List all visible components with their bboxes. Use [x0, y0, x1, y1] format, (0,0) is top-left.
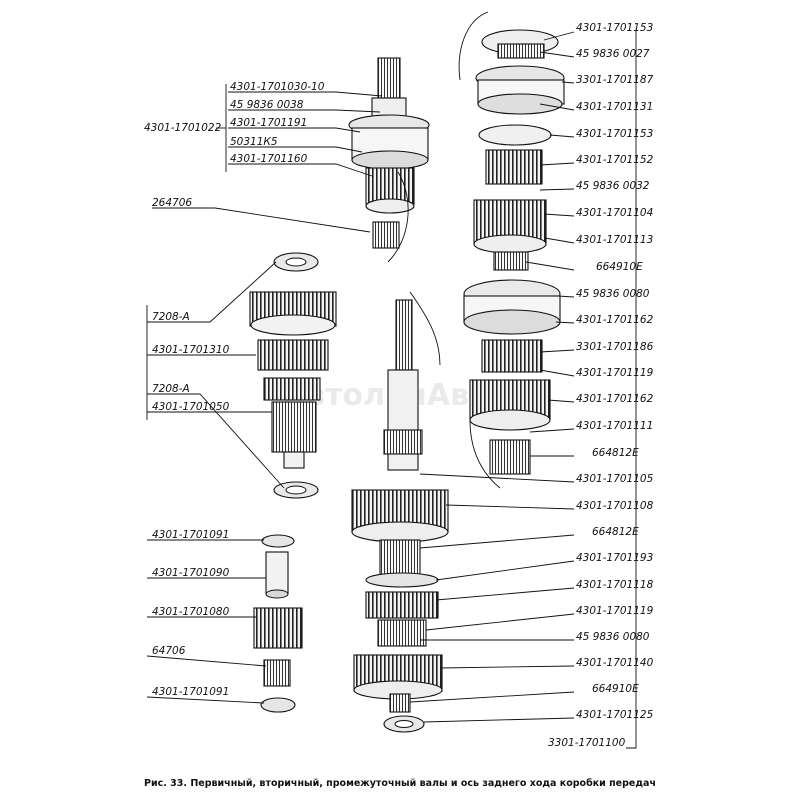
secondary-bearing-664910E — [389, 693, 411, 713]
part-label: 4301-1701108 — [576, 500, 654, 512]
part-label: 4301-1701131 — [576, 101, 653, 113]
part-labels-left: 4301-1701030-10 45 9836 0038 4301-170119… — [144, 81, 325, 698]
part-label: 7208-А — [152, 311, 190, 323]
countershaft-gear-mid — [257, 339, 329, 371]
secondary-shaft-front-spline — [395, 299, 413, 371]
part-label: 45 9836 0032 — [576, 180, 650, 192]
part-label: 45 9836 0027 — [576, 48, 650, 60]
secondary-bearing-664812E — [379, 539, 421, 577]
primary-shaft-assembly — [348, 57, 430, 263]
stack-synchro-hub-face — [463, 309, 561, 335]
part-label: 4301-1701140 — [576, 657, 654, 669]
part-label: 4301-1701091 — [152, 529, 229, 541]
reverse-idler-needle-bearing — [263, 659, 291, 687]
part-label: 4301-1701091 — [152, 686, 229, 698]
countershaft-front-bearing-bore — [285, 257, 307, 267]
part-label: 4301-1701153 — [576, 128, 653, 140]
part-label: 45 9836 0038 — [230, 99, 304, 111]
stack-hub-1-face — [477, 93, 563, 115]
part-label: 664812Е — [592, 447, 639, 459]
primary-shaft-spline-end — [377, 57, 401, 99]
part-label: 4301-1701105 — [576, 473, 654, 485]
part-label: 664910Е — [592, 683, 639, 695]
secondary-shaft-assembly — [351, 291, 449, 733]
needle-bearing-264706 — [372, 221, 400, 249]
countershaft-rear-bearing-bore — [285, 485, 307, 495]
primary-shaft-arc — [387, 171, 409, 263]
part-label: 4301-1701104 — [576, 207, 653, 219]
secondary-gear-1701108-face — [351, 521, 449, 543]
right-stack-assembly — [458, 11, 565, 489]
secondary-shaft-mid-spline — [383, 429, 423, 455]
stack-ring-3 — [478, 124, 552, 146]
part-label: 45 9836 0080 — [576, 631, 650, 643]
primary-shaft-gear-face — [365, 198, 415, 214]
reverse-idler-axle-end — [265, 589, 289, 599]
part-label: 4301-1701310 — [152, 344, 230, 356]
part-label: 4301-1701080 — [152, 606, 230, 618]
secondary-shaft-arc — [409, 291, 441, 366]
part-label: 664910Е — [596, 261, 643, 273]
part-label: 4301-1701152 — [576, 154, 654, 166]
part-label: 664812Е — [592, 526, 639, 538]
reverse-idler-thrust-washer-bottom — [260, 697, 296, 713]
secondary-gear-1701118 — [365, 591, 439, 619]
countershaft-tail — [283, 451, 305, 469]
part-label: 3301-1701186 — [576, 341, 654, 353]
part-label: 4301-1701160 — [230, 153, 308, 165]
stack-arc-top — [458, 11, 489, 81]
secondary-shaft-body — [387, 369, 419, 471]
part-label: 4301-1701050 — [152, 401, 230, 413]
countershaft-rear-gear — [271, 401, 317, 453]
part-label: 4301-1701111 — [576, 420, 653, 432]
secondary-washer-bore — [394, 720, 414, 728]
stack-ring-1-teeth — [497, 43, 545, 59]
stack-arc-bottom — [469, 419, 501, 489]
leader-lines — [146, 30, 637, 749]
part-label: 4301-1701162 — [576, 314, 654, 326]
stack-bearing-664812E — [489, 439, 531, 475]
primary-shaft-bearing-face — [351, 150, 429, 170]
part-label: 4301-1701118 — [576, 579, 654, 591]
part-label: 4301-1701030-10 — [230, 81, 325, 93]
group-label-primary-shaft: 4301-1701022 — [144, 122, 222, 134]
part-label: 7208-А — [152, 383, 190, 395]
countershaft-assembly — [249, 252, 337, 499]
part-label: 45 9836 0080 — [576, 288, 650, 300]
countershaft-gear-small — [263, 377, 321, 401]
stack-gear-1 — [485, 149, 543, 185]
part-label: 264706 — [152, 197, 192, 209]
stack-gear-1701162-face — [469, 409, 551, 431]
countershaft-gear-large-face — [250, 314, 336, 336]
reverse-idler-thrust-washer-top — [261, 534, 295, 548]
stack-gear-1701119 — [481, 339, 543, 373]
part-label: 4301-1701119 — [576, 367, 654, 379]
part-label: 3301-1701187 — [576, 74, 654, 86]
part-label: 4301-1701113 — [576, 234, 653, 246]
secondary-sleeve-1701119 — [377, 619, 427, 647]
stack-gear-1701104-face — [473, 234, 547, 254]
part-label: 4301-1701153 — [576, 22, 653, 34]
reverse-idler-gear — [253, 607, 303, 649]
part-label: 64706 — [152, 645, 186, 657]
secondary-ring-1701193 — [365, 572, 439, 588]
part-label: 4301-1701193 — [576, 552, 653, 564]
part-label: 50311К5 — [230, 136, 278, 148]
reverse-idler-axle — [265, 551, 289, 595]
part-label: 4301-1701162 — [576, 393, 654, 405]
part-labels-right: 4301-1701153 45 9836 0027 3301-1701187 4… — [548, 22, 654, 749]
part-label: 4301-1701090 — [152, 567, 230, 579]
part-label: 4301-1701125 — [576, 709, 654, 721]
reverse-idler-assembly — [253, 534, 303, 713]
stack-bearing-664910E — [493, 251, 529, 271]
part-label: 4301-1701191 — [230, 117, 307, 129]
group-label-secondary-shaft: 3301-1701100 — [548, 737, 626, 749]
figure-caption: Рис. 33. Первичный, вторичный, промежуто… — [144, 778, 656, 789]
part-label: 4301-1701119 — [576, 605, 654, 617]
